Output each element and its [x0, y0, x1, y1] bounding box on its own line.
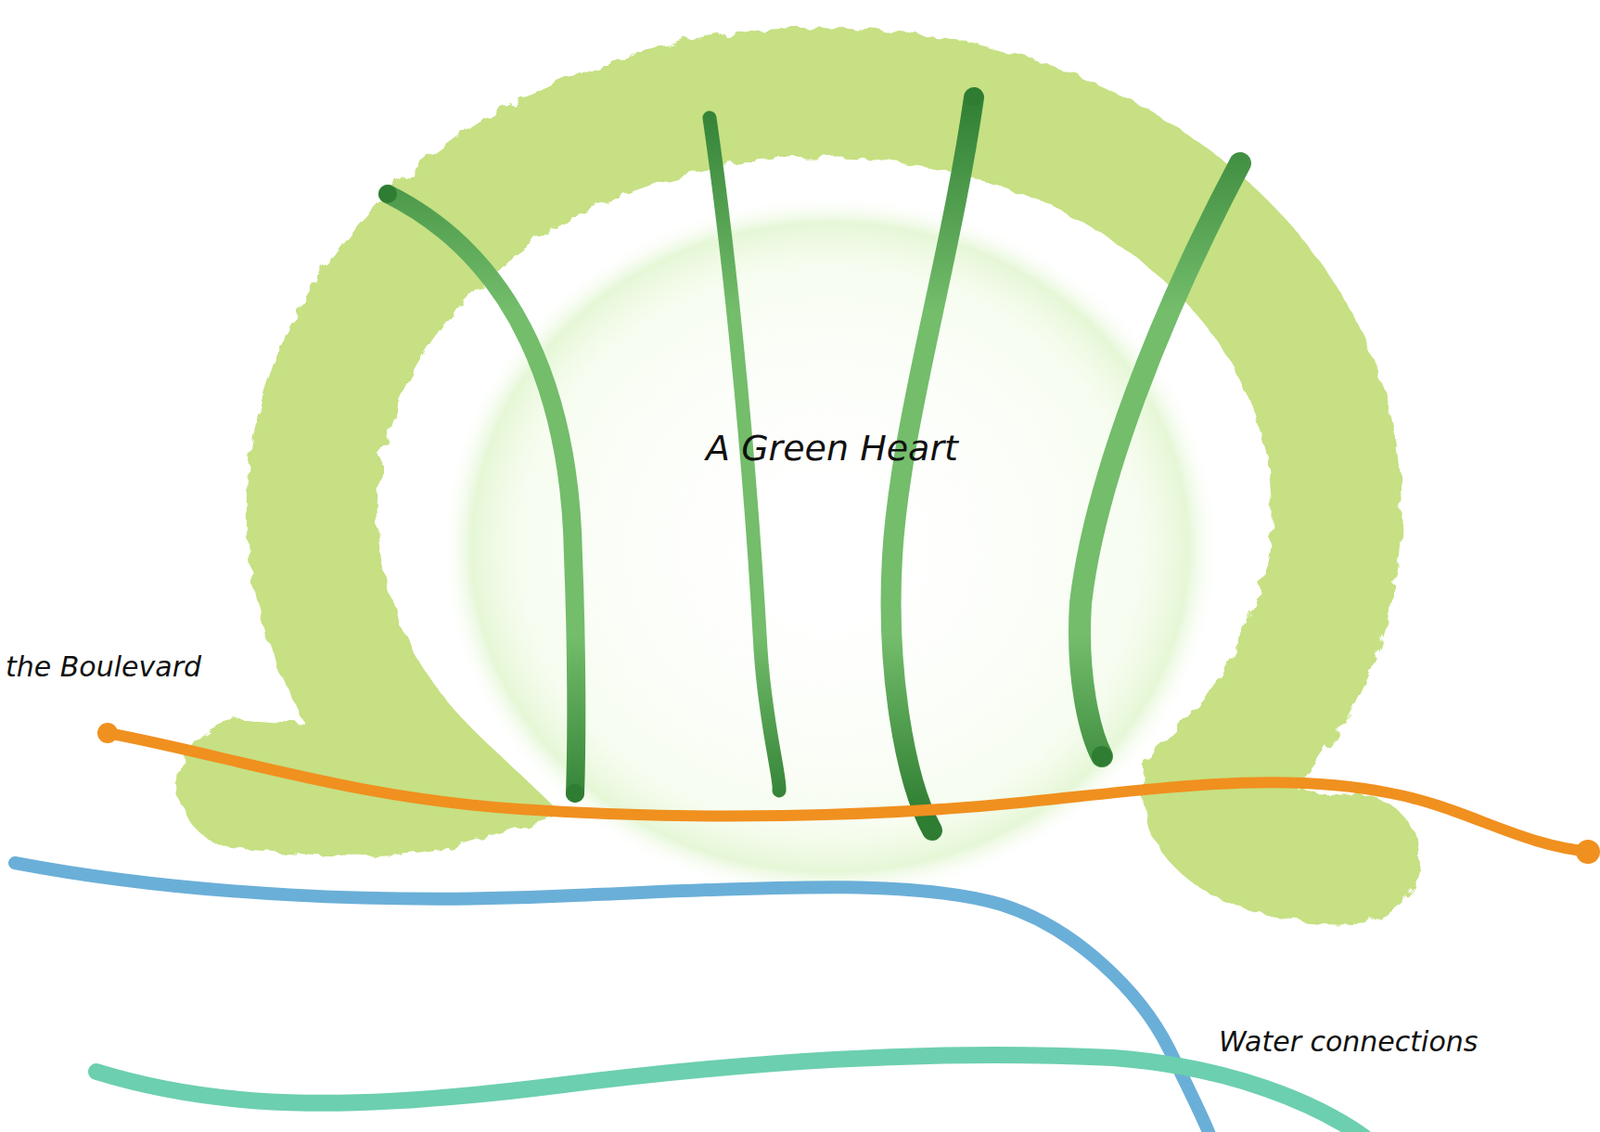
- road-label: the Boulevard: [5, 651, 202, 682]
- boulevard-end: [97, 722, 118, 743]
- water-line: [96, 1054, 1364, 1132]
- boulevard-line: [107, 732, 1592, 852]
- green-ring: [243, 91, 1355, 858]
- boulevard-end: [1575, 839, 1600, 864]
- area-label: A Green Heart: [705, 429, 959, 469]
- green-corridors: [387, 97, 1241, 831]
- water-label: Water connections: [1218, 1025, 1478, 1057]
- stem-ends: [378, 89, 1113, 803]
